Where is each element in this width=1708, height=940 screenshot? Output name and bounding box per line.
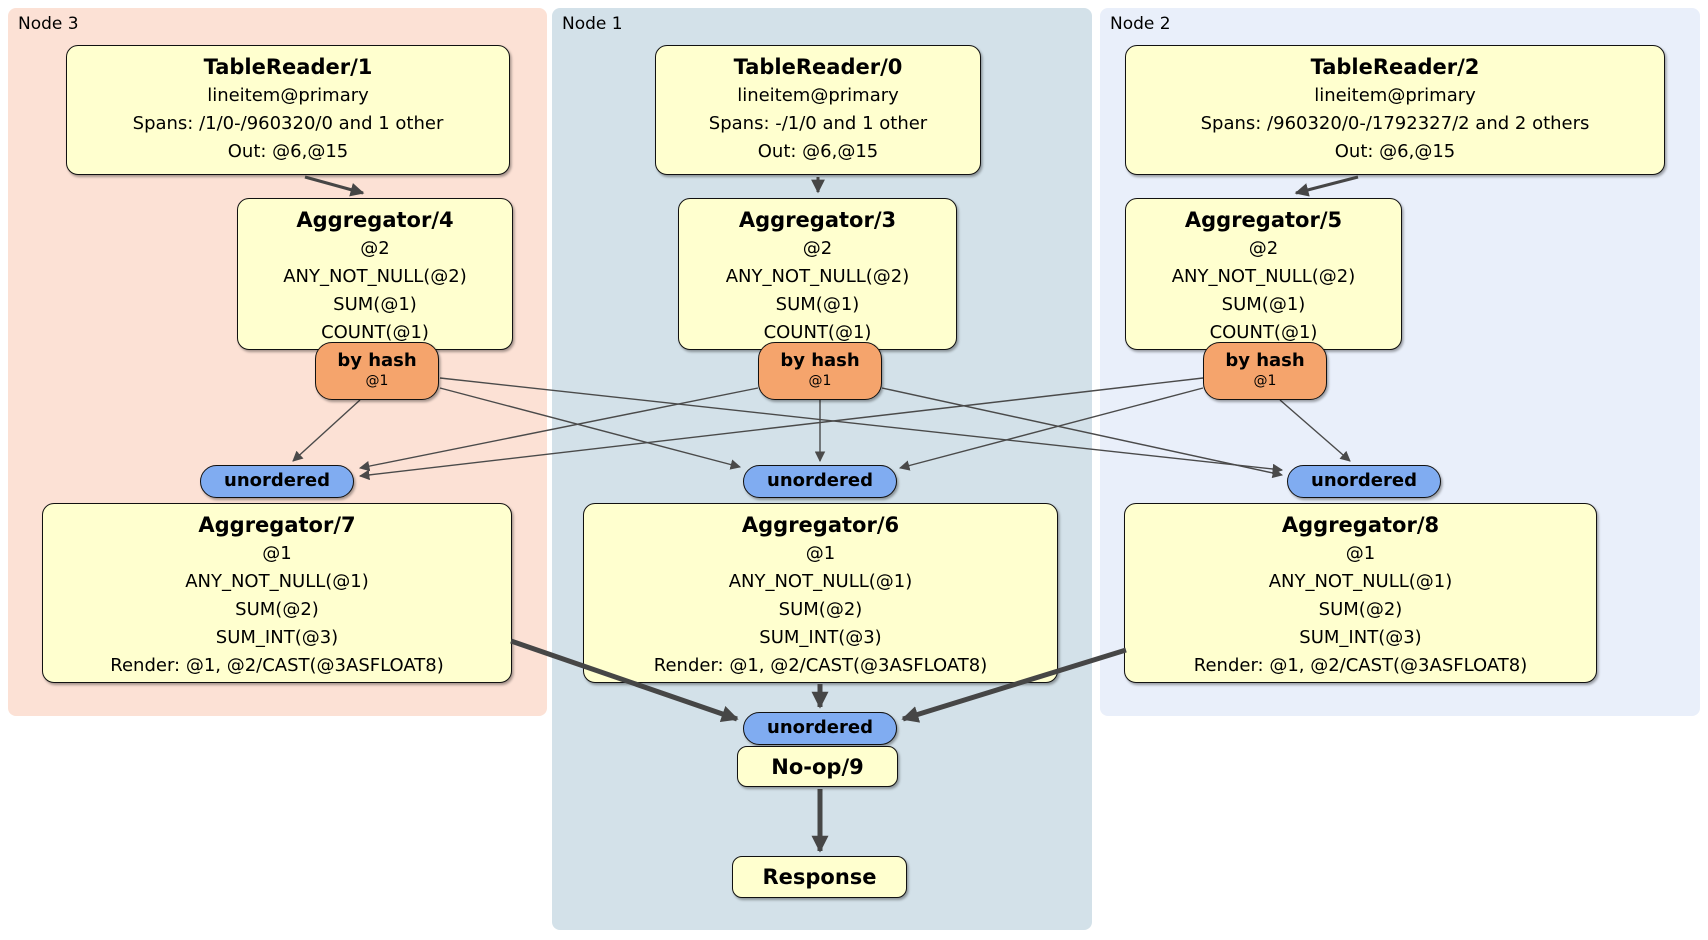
processor-title: Aggregator/7: [198, 513, 356, 537]
agg-func: SUM_INT(@3): [1299, 627, 1422, 648]
sync-unordered-final: unordered: [743, 712, 897, 745]
router-type-label: by hash: [337, 350, 417, 371]
processor-noop-9: No-op/9: [737, 746, 898, 787]
agg-group-cols: @1: [262, 543, 292, 564]
router-to-sync-edges: [292, 377, 1351, 481]
processor-aggregator-4: Aggregator/4 @2 ANY_NOT_NULL(@2) SUM(@1)…: [237, 198, 513, 350]
agg-func: ANY_NOT_NULL(@1): [728, 571, 913, 592]
processor-spans: Spans: -/1/0 and 1 other: [708, 113, 928, 134]
processor-aggregator-6: Aggregator/6 @1 ANY_NOT_NULL(@1) SUM(@2)…: [583, 503, 1058, 683]
sync-unordered-node2: unordered: [1287, 465, 1441, 498]
processor-out: Out: @6,@15: [227, 141, 349, 162]
agg-func: ANY_NOT_NULL(@2): [725, 266, 910, 287]
router-type-label: by hash: [1225, 350, 1305, 371]
final-merge-arrows: [510, 638, 1127, 853]
processor-tablereader-2: TableReader/2 lineitem@primary Spans: /9…: [1125, 45, 1665, 175]
hash-router-node1: by hash @1: [758, 342, 882, 400]
router-hash-column: @1: [1253, 373, 1277, 389]
agg-func: ANY_NOT_NULL(@2): [283, 266, 467, 287]
processor-tablereader-0: TableReader/0 lineitem@primary Spans: -/…: [655, 45, 981, 175]
agg-func: COUNT(@1): [763, 322, 872, 343]
agg-func: SUM(@1): [1221, 294, 1306, 315]
agg-func: COUNT(@1): [1209, 322, 1318, 343]
agg-group-cols: @1: [805, 543, 836, 564]
sync-unordered-node3: unordered: [200, 465, 354, 498]
agg-render-expr: Render: @1, @2/CAST(@3ASFLOAT8): [110, 655, 444, 676]
response-box: Response: [732, 856, 907, 898]
agg-func: SUM_INT(@3): [215, 627, 339, 648]
processor-aggregator-8: Aggregator/8 @1 ANY_NOT_NULL(@1) SUM(@2)…: [1124, 503, 1597, 683]
processor-title: Aggregator/3: [738, 208, 897, 232]
router-type-label: by hash: [780, 350, 860, 371]
processor-tablereader-1: TableReader/1 lineitem@primary Spans: /1…: [66, 45, 510, 175]
processor-title: TableReader/1: [203, 55, 373, 79]
processor-out: Out: @6,@15: [1334, 141, 1456, 162]
processor-aggregator-5: Aggregator/5 @2 ANY_NOT_NULL(@2) SUM(@1)…: [1125, 198, 1402, 350]
processor-title: Aggregator/6: [741, 513, 900, 537]
processor-title: TableReader/0: [733, 55, 903, 79]
node3-label: Node 3: [18, 14, 79, 34]
agg-func: SUM(@2): [778, 599, 863, 620]
processor-aggregator-7: Aggregator/7 @1 ANY_NOT_NULL(@1) SUM(@2)…: [42, 503, 512, 683]
processor-spans: Spans: /1/0-/960320/0 and 1 other: [132, 113, 444, 134]
processor-title: Aggregator/5: [1184, 208, 1343, 232]
agg-func: COUNT(@1): [321, 322, 429, 343]
agg-render-expr: Render: @1, @2/CAST(@3ASFLOAT8): [1193, 655, 1528, 676]
node2-label: Node 2: [1110, 14, 1171, 34]
agg-group-cols: @2: [360, 238, 390, 259]
router-hash-column: @1: [808, 373, 832, 389]
agg-render-expr: Render: @1, @2/CAST(@3ASFLOAT8): [653, 655, 988, 676]
processor-index: lineitem@primary: [1314, 85, 1476, 106]
processor-spans: Spans: /960320/0-/1792327/2 and 2 others: [1200, 113, 1590, 134]
agg-func: SUM(@2): [235, 599, 319, 620]
agg-func: SUM(@1): [775, 294, 860, 315]
processor-aggregator-3: Aggregator/3 @2 ANY_NOT_NULL(@2) SUM(@1)…: [678, 198, 957, 350]
processor-title: TableReader/2: [1310, 55, 1480, 79]
hash-router-node2: by hash @1: [1203, 342, 1327, 400]
processor-index: lineitem@primary: [207, 85, 369, 106]
agg-func: SUM(@2): [1318, 599, 1403, 620]
agg-func: SUM(@1): [333, 294, 417, 315]
hash-router-node3: by hash @1: [315, 342, 439, 400]
agg-func: ANY_NOT_NULL(@1): [1268, 571, 1453, 592]
agg-func: ANY_NOT_NULL(@1): [185, 571, 369, 592]
tablereader-arrows: [304, 175, 1359, 197]
processor-title: Aggregator/8: [1281, 513, 1440, 537]
node1-label: Node 1: [562, 14, 623, 34]
processor-out: Out: @6,@15: [757, 141, 879, 162]
processor-index: lineitem@primary: [737, 85, 899, 106]
agg-group-cols: @2: [802, 238, 833, 259]
agg-func: SUM_INT(@3): [759, 627, 882, 648]
agg-group-cols: @2: [1248, 238, 1279, 259]
agg-group-cols: @1: [1345, 543, 1376, 564]
router-hash-column: @1: [365, 373, 389, 389]
processor-title: Aggregator/4: [296, 208, 454, 232]
sync-unordered-node1: unordered: [743, 465, 897, 498]
agg-func: ANY_NOT_NULL(@2): [1171, 266, 1356, 287]
